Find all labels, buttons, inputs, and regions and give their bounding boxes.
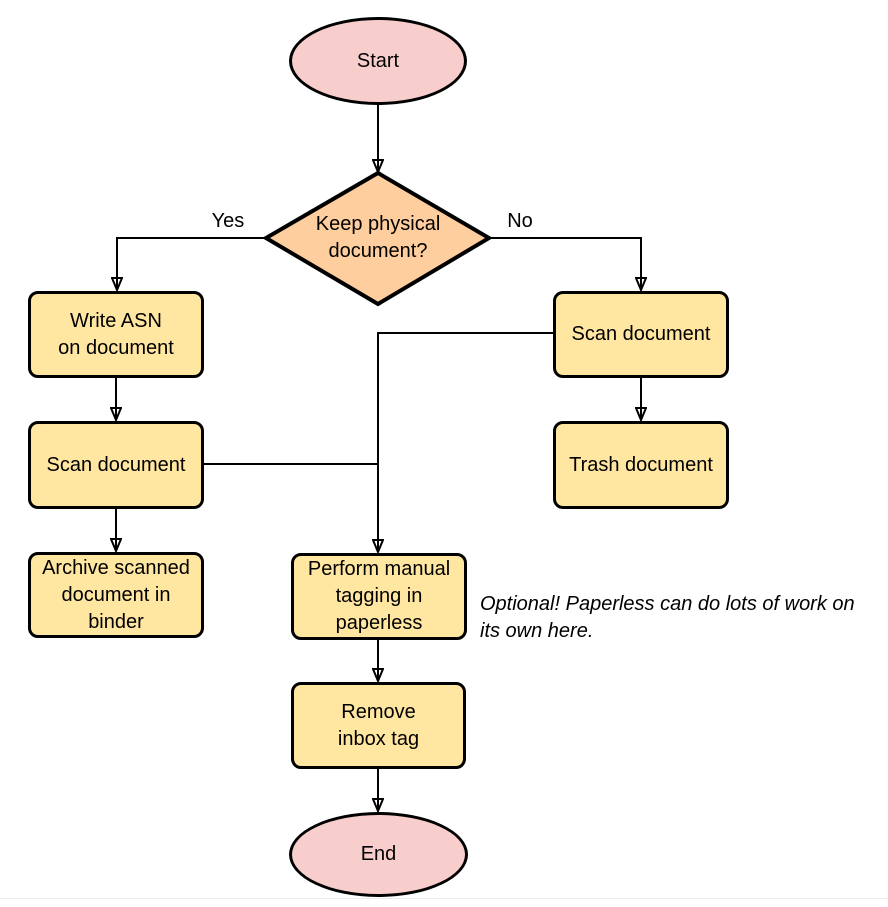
decision-diamond-shape (262, 170, 493, 307)
node-scan-document-right-label: Scan document (571, 323, 711, 345)
edge-label-yes: Yes (198, 208, 258, 234)
bottom-divider (0, 898, 888, 899)
edge-decision-no-to-scan-right (489, 237, 641, 290)
node-remove-inbox-tag: Remove inbox tag (291, 682, 466, 769)
node-start-label: Start (356, 49, 400, 72)
node-scan-document-right: Scan document (553, 291, 729, 378)
node-decision-label: Keep physical document? (315, 213, 441, 262)
node-manual-tagging-label: Perform manual tagging in paperless (307, 558, 451, 634)
node-scan-document-left: Scan document (28, 421, 204, 509)
node-remove-inbox-tag-label: Remove inbox tag (337, 700, 420, 750)
edge-decision-yes-to-write-asn (117, 237, 266, 290)
optional-note: Optional! Paperless can do lots of work … (480, 593, 855, 642)
node-scan-document-left-label: Scan document (46, 453, 186, 476)
node-archive-document: Archive scanned document in binder (28, 552, 204, 638)
node-end: End (289, 812, 468, 897)
node-write-asn-label: Write ASN on document (58, 309, 174, 359)
node-trash-document: Trash document (553, 421, 729, 509)
node-decision: Keep physical document? (278, 210, 478, 266)
node-trash-document-label: Trash document (569, 453, 713, 476)
node-start: Start (289, 17, 467, 105)
edge-scan-right-to-tagging (378, 332, 553, 552)
node-manual-tagging: Perform manual tagging in paperless (291, 553, 467, 640)
edge-label-no: No (490, 208, 550, 234)
node-write-asn: Write ASN on document (28, 291, 204, 378)
node-archive-document-label: Archive scanned document in binder (42, 556, 190, 633)
node-end-label: End (360, 843, 397, 865)
